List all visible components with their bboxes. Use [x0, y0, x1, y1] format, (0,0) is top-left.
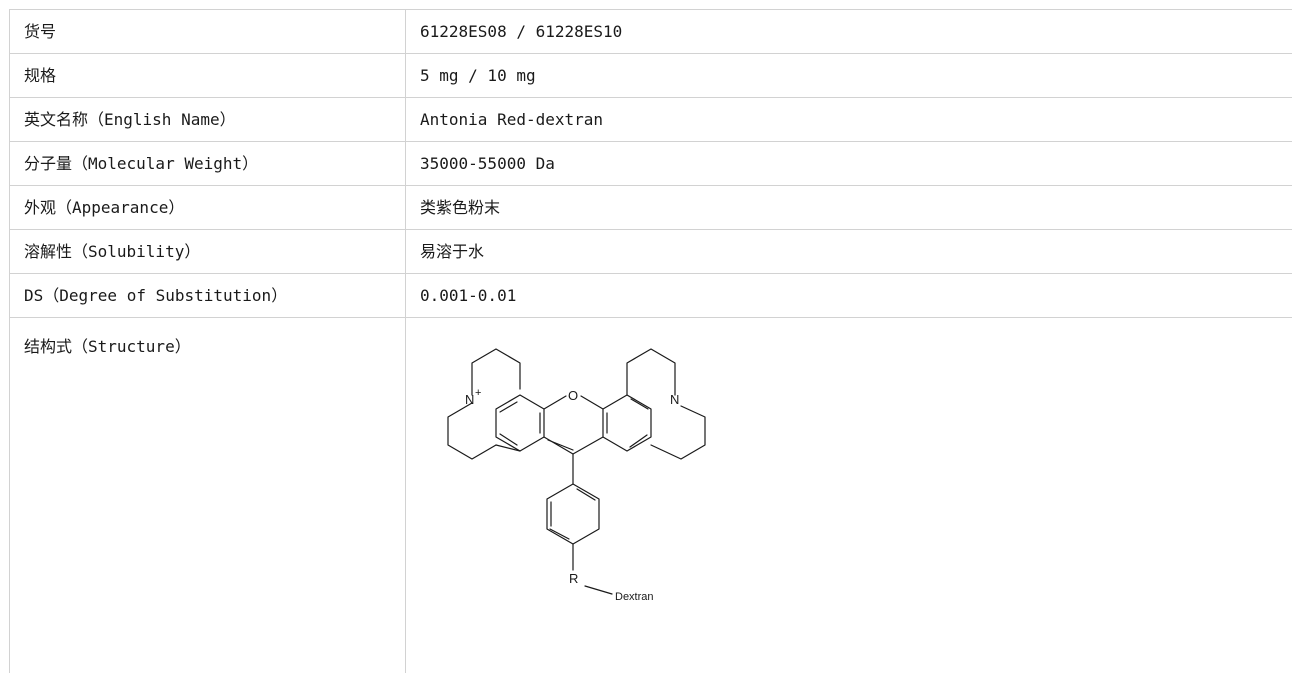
- product-spec-table: 货号 61228ES08 / 61228ES10 规格 5 mg / 10 mg…: [9, 9, 1292, 673]
- atom-charge-plus: +: [475, 387, 481, 399]
- spec-value: 0.001-0.01: [405, 273, 1292, 318]
- structure-cell: N + O N R Dextran: [405, 317, 1292, 673]
- spec-label: 规格: [9, 53, 406, 98]
- structure-diagram: N + O N R Dextran: [447, 348, 706, 603]
- spec-label: DS（Degree of Substitution）: [9, 273, 406, 318]
- spec-row-degree-of-substitution: DS（Degree of Substitution） 0.001-0.01: [9, 273, 1292, 318]
- atom-n: N: [670, 392, 679, 407]
- chemical-structure: N + O N R Dextran: [417, 318, 737, 618]
- spec-value: Antonia Red-dextran: [405, 97, 1292, 142]
- spec-label: 货号: [9, 9, 406, 54]
- structure-bonds: [447, 348, 706, 595]
- spec-value: 易溶于水: [405, 229, 1292, 274]
- spec-row-catalog-number: 货号 61228ES08 / 61228ES10: [9, 9, 1292, 54]
- spec-label: 结构式（Structure）: [9, 317, 406, 673]
- atom-n-plus: N: [465, 392, 474, 407]
- dextran-label: Dextran: [615, 591, 654, 603]
- spec-label: 外观（Appearance）: [9, 185, 406, 230]
- spec-label: 溶解性（Solubility）: [9, 229, 406, 274]
- atom-o: O: [568, 388, 578, 403]
- spec-value: 类紫色粉末: [405, 185, 1292, 230]
- spec-row-english-name: 英文名称（English Name） Antonia Red-dextran: [9, 97, 1292, 142]
- atom-r: R: [569, 571, 578, 586]
- spec-label: 英文名称（English Name）: [9, 97, 406, 142]
- spec-row-appearance: 外观（Appearance） 类紫色粉末: [9, 185, 1292, 230]
- spec-row-structure: 结构式（Structure）: [9, 317, 1292, 673]
- spec-value: 61228ES08 / 61228ES10: [405, 9, 1292, 54]
- spec-row-solubility: 溶解性（Solubility） 易溶于水: [9, 229, 1292, 274]
- spec-value: 35000-55000 Da: [405, 141, 1292, 186]
- spec-row-molecular-weight: 分子量（Molecular Weight） 35000-55000 Da: [9, 141, 1292, 186]
- spec-value: 5 mg / 10 mg: [405, 53, 1292, 98]
- spec-label: 分子量（Molecular Weight）: [9, 141, 406, 186]
- spec-row-size: 规格 5 mg / 10 mg: [9, 53, 1292, 98]
